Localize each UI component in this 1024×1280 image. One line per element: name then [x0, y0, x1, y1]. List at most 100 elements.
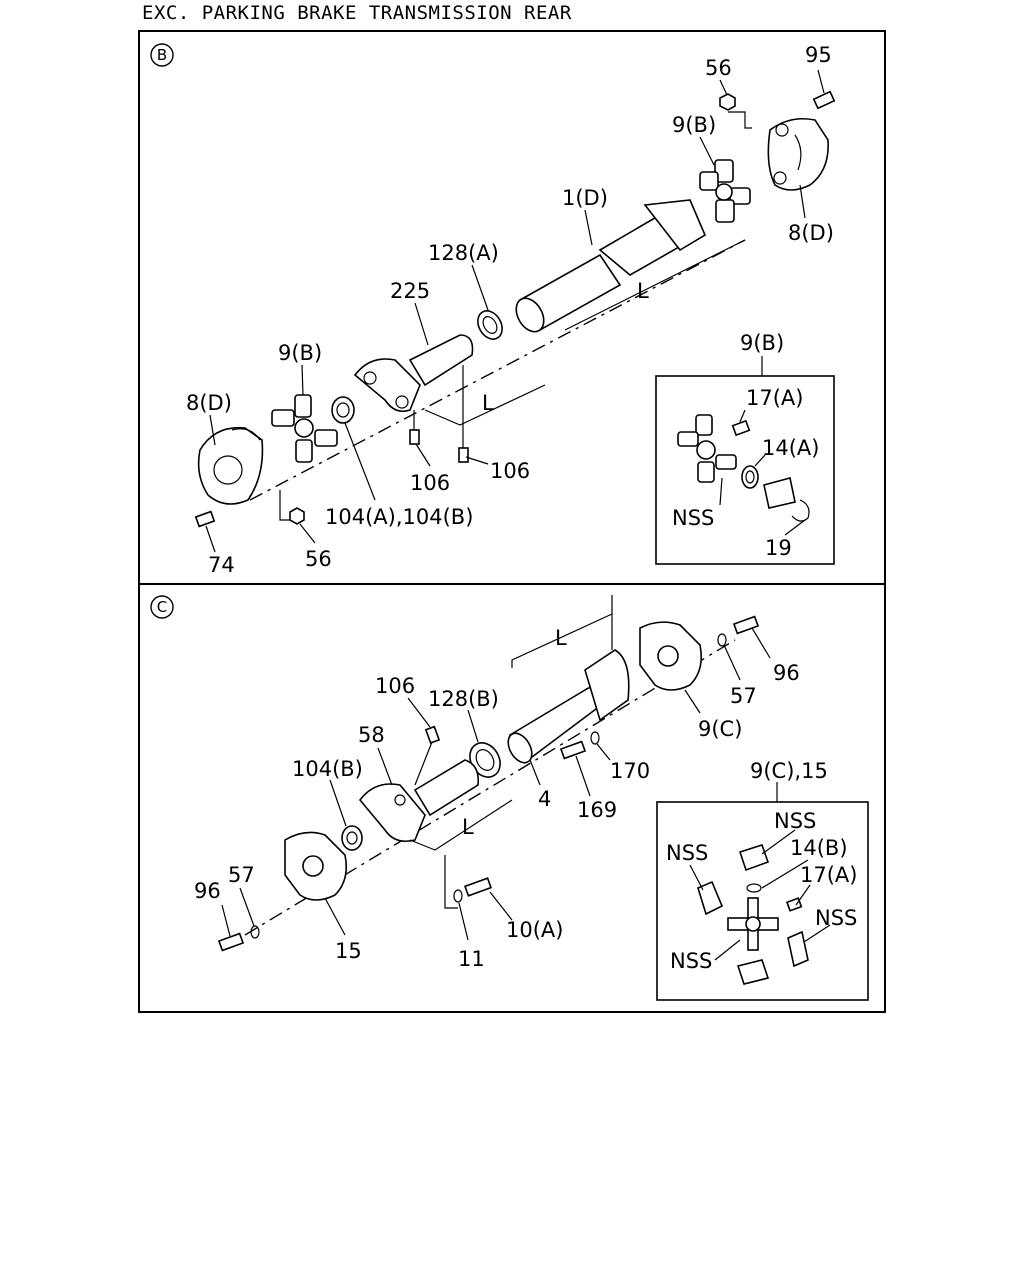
lead-8d-right — [799, 184, 806, 219]
outer-frame — [138, 30, 886, 1013]
label-c-inset-nss1: NSS — [774, 809, 816, 833]
c-washer-57-right — [717, 633, 727, 647]
label-c-96-right: 96 — [773, 661, 800, 685]
label-b-9b-top: 9(B) — [672, 113, 716, 137]
lead-inset-nss1 — [761, 829, 796, 855]
section-b-label: B — [157, 46, 167, 64]
label-c-170: 170 — [610, 759, 650, 783]
label-c-inset-nss4: NSS — [670, 949, 712, 973]
lead-c-9c — [684, 689, 701, 714]
lead-inset-19 — [784, 519, 806, 536]
b-dim-L1 — [424, 384, 546, 426]
c-bolt-96-left — [217, 932, 245, 952]
label-c-inset-14b: 14(B) — [790, 836, 848, 860]
label-c-4: 4 — [538, 787, 551, 811]
c-bearing-104b — [341, 825, 363, 851]
label-b-8d-right: 8(D) — [788, 221, 834, 245]
b-flange-yoke-left — [197, 426, 264, 505]
label-c-15: 15 — [335, 939, 362, 963]
label-b-L2: L — [482, 391, 494, 415]
b-inset-fitting-17a — [731, 419, 751, 437]
c-dim-L1 — [511, 613, 613, 668]
lead-inset-17a — [739, 409, 746, 423]
diagram-title: EXC. PARKING BRAKE TRANSMISSION REAR — [142, 2, 572, 24]
label-c-L1: L — [555, 626, 567, 650]
label-c-128b: 128(B) — [428, 687, 499, 711]
b-ring-128a — [477, 310, 503, 340]
lead-128a — [471, 264, 489, 311]
section-b-marker: B — [150, 43, 174, 67]
b-inset-cross — [677, 414, 737, 483]
lead-c-170 — [596, 743, 611, 761]
c-washer-170 — [590, 731, 600, 745]
b-grease-fitting-2 — [458, 447, 469, 463]
label-b-106b: 106 — [490, 459, 530, 483]
label-b-L1: L — [637, 279, 649, 303]
lead-c-106 — [407, 697, 431, 728]
lead-inset-14b — [761, 859, 809, 889]
c-yoke-58 — [358, 759, 480, 843]
label-c-58: 58 — [358, 723, 385, 747]
lead-inset-14a — [754, 454, 766, 467]
label-b-95: 95 — [805, 43, 832, 67]
lead-225 — [414, 302, 429, 346]
b-inset-frame — [655, 375, 835, 565]
c-washer-11 — [453, 889, 463, 903]
c-fitting-dash — [414, 741, 433, 786]
lead-56-top — [719, 79, 728, 96]
lead-95 — [817, 69, 825, 94]
lead-inset-nss3 — [803, 924, 831, 943]
lead-inset-nss2 — [689, 864, 704, 891]
b-inset-seal-14a — [741, 465, 759, 489]
b-nut-lead-dash-bottom — [279, 490, 290, 521]
lead-106a — [415, 443, 431, 467]
c-bolt-169 — [559, 740, 587, 760]
lead-9b-top — [699, 136, 715, 166]
c-inset-frame — [656, 801, 869, 1001]
b-grease-fitting-1 — [409, 429, 420, 445]
lead-c-15 — [324, 897, 346, 936]
label-b-inset-14a: 14(A) — [762, 436, 819, 460]
label-b-9b-left: 9(B) — [278, 341, 322, 365]
c-washer-57-left — [250, 925, 260, 939]
label-c-inset-nss3: NSS — [815, 906, 857, 930]
b-nut-56-bottom — [289, 507, 305, 525]
b-dim-L2 — [564, 239, 746, 331]
label-c-inset-nss2: NSS — [666, 841, 708, 865]
label-b-inset-19: 19 — [765, 536, 792, 560]
c-dim-L2 — [409, 799, 513, 851]
lead-c-104b — [329, 779, 347, 827]
label-b-74: 74 — [208, 553, 235, 577]
lead-c-96-right — [751, 627, 771, 659]
label-c-10a: 10(A) — [506, 918, 563, 942]
c-bolt-96-right — [732, 615, 760, 635]
label-b-106a: 106 — [410, 471, 450, 495]
c-shaft-4 — [507, 649, 630, 764]
lead-c-96-left — [221, 904, 231, 937]
lead-c-57-right — [723, 644, 741, 681]
lead-c-58 — [377, 747, 393, 786]
c-cross-9c — [639, 621, 703, 691]
b-shaft-225 — [353, 334, 474, 413]
label-b-56-top: 56 — [705, 56, 732, 80]
label-b-225: 225 — [390, 279, 430, 303]
label-c-57-right: 57 — [730, 684, 757, 708]
lead-c-4 — [529, 759, 541, 786]
b-nut-lead-dash — [728, 111, 752, 129]
label-c-inset-title: 9(C),15 — [750, 759, 828, 783]
lead-74 — [205, 525, 216, 553]
label-b-128a: 128(A) — [428, 241, 499, 265]
label-b-104: 104(A),104(B) — [325, 505, 473, 529]
section-c-label: C — [157, 598, 167, 616]
lead-c-169 — [575, 755, 591, 797]
lead-106b — [465, 456, 489, 465]
b-bolt-95 — [812, 90, 836, 110]
label-c-106: 106 — [375, 674, 415, 698]
b-flange-yoke-right — [767, 117, 829, 191]
label-b-1d: 1(D) — [562, 186, 608, 210]
b-cross-journal-left — [271, 394, 338, 463]
c-cross-15 — [284, 831, 348, 901]
label-c-11: 11 — [458, 947, 485, 971]
label-c-L2: L — [462, 815, 474, 839]
